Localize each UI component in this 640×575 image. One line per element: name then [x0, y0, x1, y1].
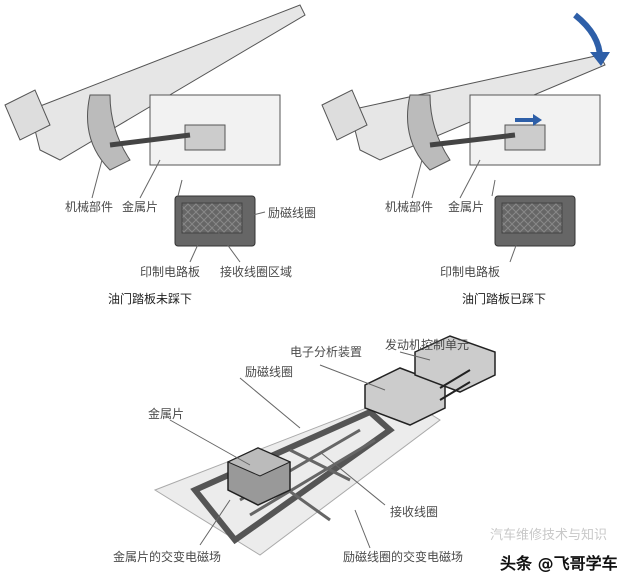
watermark-main: 头条 @飞哥学车: [500, 554, 618, 573]
caption-pressed: 油门踏板已踩下: [462, 292, 547, 306]
label-ecu: 发动机控制单元: [385, 338, 470, 352]
label-coil-field: 励磁线圈的交变电磁场: [343, 550, 464, 564]
label-excitation-coil: 励磁线圈: [268, 206, 317, 220]
press-arrow-icon: [573, 12, 603, 59]
label-receive-coil: 接收线圈: [390, 505, 439, 519]
label-metal-plate: 金属片: [148, 407, 185, 421]
label-mechanical-part: 机械部件: [65, 200, 114, 214]
label-metal-field: 金属片的交变电磁场: [113, 550, 222, 564]
label-excitation-coil: 励磁线圈: [245, 365, 294, 379]
label-pcb: 印制电路板: [140, 265, 201, 279]
label-analyzer: 电子分析装置: [290, 345, 363, 359]
caption-released: 油门踏板未踩下: [108, 292, 193, 306]
watermark-faint: 汽车维修技术与知识: [490, 528, 608, 543]
sensor-3d-view: [153, 335, 496, 556]
label-mechanical-part: 机械部件: [385, 200, 434, 214]
pedal-assembly-pressed: [321, 12, 610, 263]
pedal-assembly-released: [4, 4, 306, 263]
label-receive-area: 接收线圈区域: [220, 265, 293, 279]
label-metal-plate: 金属片: [122, 200, 159, 214]
label-pcb: 印制电路板: [440, 265, 501, 279]
label-metal-plate: 金属片: [448, 200, 485, 214]
